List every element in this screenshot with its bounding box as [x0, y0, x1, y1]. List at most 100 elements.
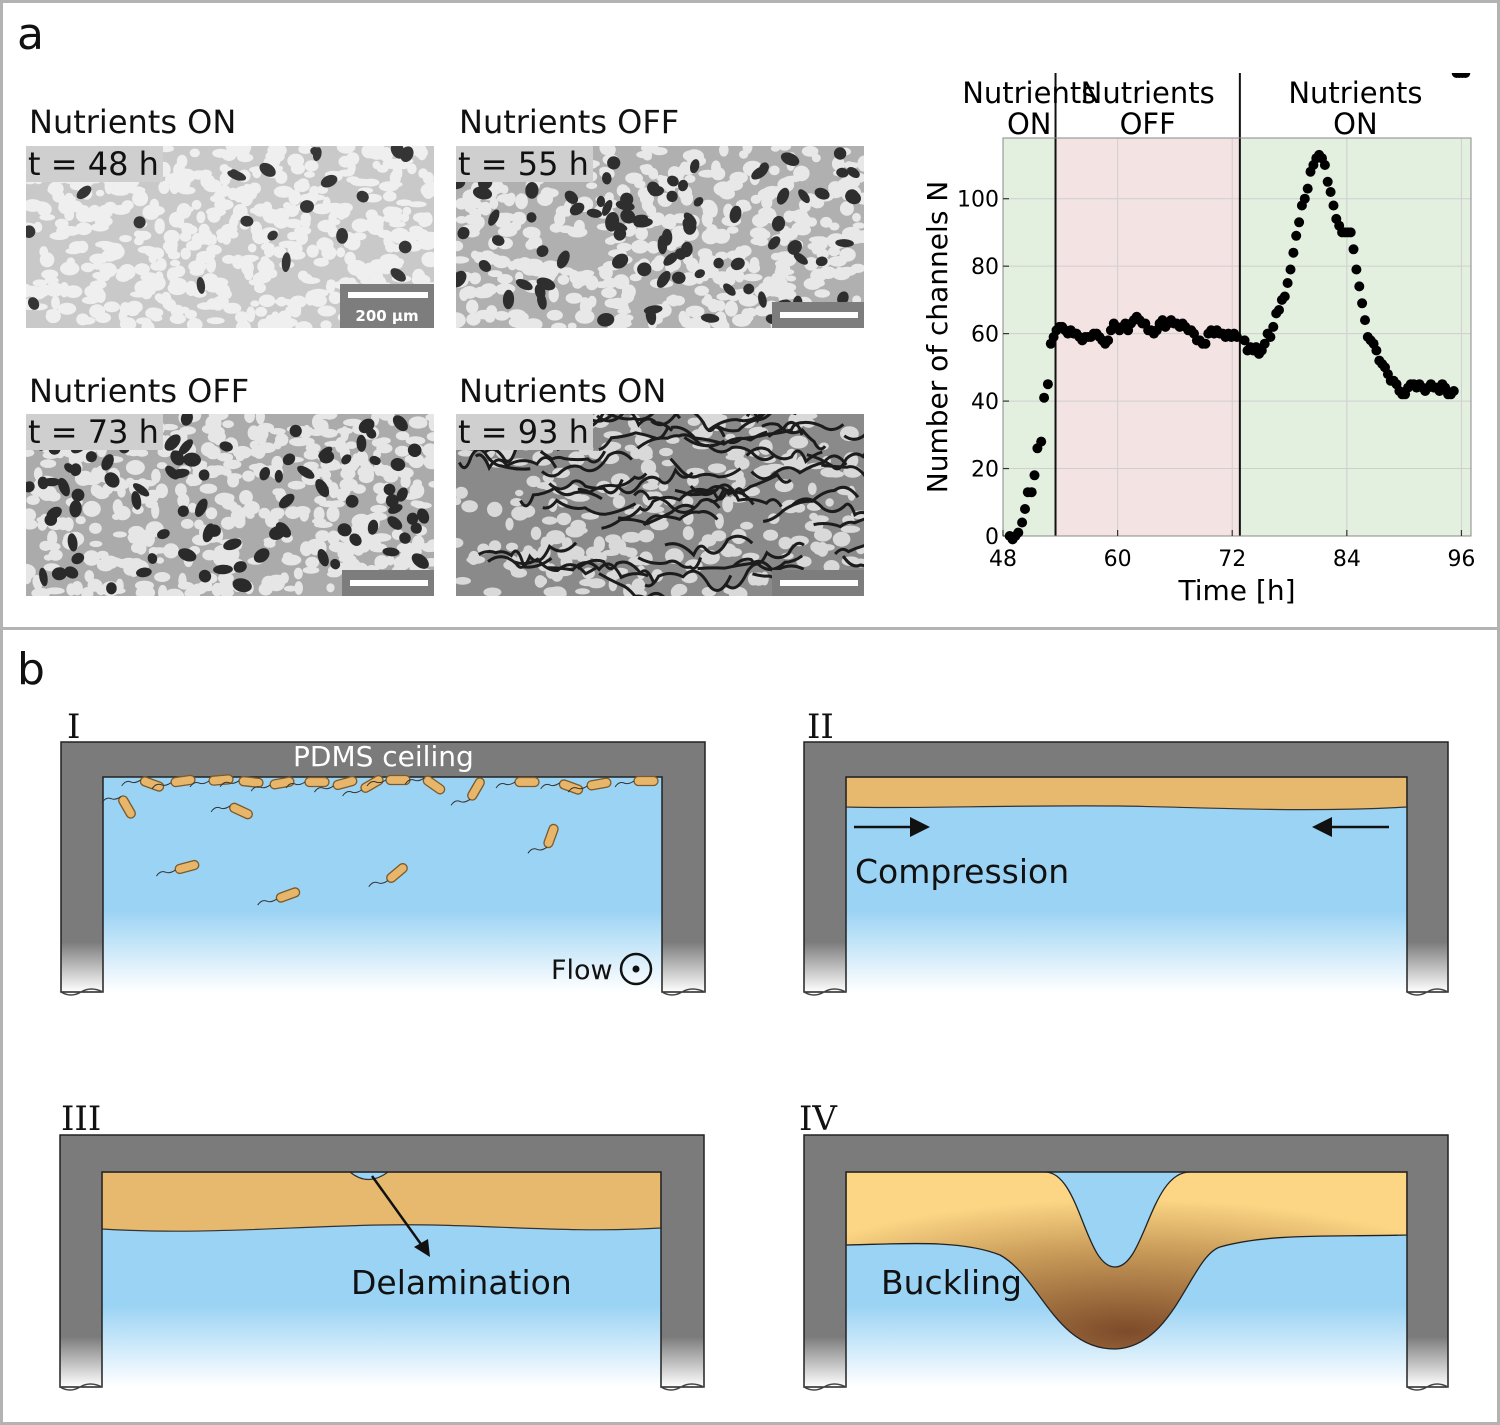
- cell-blob: [111, 189, 129, 196]
- cell-blob: [365, 209, 378, 221]
- cell-blob: [372, 160, 381, 170]
- cell-blob: [791, 222, 808, 235]
- cell-blob: [257, 318, 270, 328]
- cell-blob: [158, 180, 170, 194]
- channel-blob: [526, 212, 537, 223]
- cell-blob: [546, 309, 563, 321]
- cell-blob: [350, 178, 371, 187]
- channel-blob: [131, 491, 142, 510]
- cell-blob: [456, 486, 468, 499]
- channel-blob: [69, 500, 82, 518]
- data-point: [1299, 193, 1310, 204]
- cell-blob: [456, 577, 471, 585]
- channel-blob: [390, 146, 405, 159]
- cell-blob: [90, 280, 107, 289]
- cell-blob: [412, 479, 423, 487]
- cell-blob: [226, 473, 243, 480]
- cell-blob: [232, 445, 252, 459]
- bacterium: [139, 776, 165, 792]
- cell-blob: [620, 304, 630, 313]
- cell-blob: [560, 267, 574, 276]
- bacterium: [332, 775, 358, 791]
- cell-blob: [335, 437, 346, 453]
- cell-blob: [210, 194, 225, 203]
- cell-blob: [273, 208, 290, 223]
- cell-blob: [640, 193, 654, 205]
- cell-blob: [682, 150, 698, 161]
- cell-blob: [241, 254, 259, 262]
- cell-blob: [857, 155, 864, 172]
- cell-blob: [540, 260, 561, 275]
- channel-blob: [341, 454, 352, 465]
- channel-blob: [356, 190, 369, 203]
- time-badge: t = 48 h: [26, 146, 163, 182]
- cell-blob: [761, 195, 773, 210]
- channel-blob: [643, 305, 663, 315]
- cell-blob: [95, 312, 111, 323]
- cell-blob: [540, 536, 550, 550]
- cell-blob: [142, 204, 160, 220]
- cell-blob: [273, 440, 282, 450]
- time-badge: t = 73 h: [26, 414, 163, 450]
- cell-blob: [510, 498, 523, 507]
- channel-blob: [165, 465, 180, 480]
- micrograph-title-3: Nutrients OFF: [29, 372, 250, 410]
- cell-blob: [181, 224, 198, 235]
- cell-blob: [169, 178, 180, 195]
- channel-blob: [536, 245, 549, 257]
- cell-blob: [209, 465, 227, 476]
- cell-blob: [186, 240, 202, 251]
- cell-blob: [196, 211, 206, 224]
- cell-blob: [494, 311, 510, 321]
- flagellum: [101, 796, 122, 803]
- cell-blob: [216, 452, 234, 462]
- cell-blob: [670, 585, 682, 596]
- data-point: [1351, 264, 1362, 275]
- channel-blob: [663, 252, 679, 266]
- flow-label: Flow: [551, 955, 613, 986]
- channel-blob: [85, 451, 97, 463]
- channel-blob: [233, 561, 247, 573]
- schematic-I: [60, 741, 706, 996]
- channel-blob: [67, 533, 78, 552]
- cell-blob: [232, 204, 248, 220]
- cell-blob: [386, 555, 395, 566]
- cell-blob: [511, 506, 529, 521]
- channel-blob: [44, 513, 58, 526]
- pdms-ceiling-label: PDMS ceiling: [293, 740, 474, 773]
- cell-blob: [104, 178, 114, 195]
- data-point: [1279, 291, 1290, 302]
- cell-blob: [719, 146, 729, 157]
- channel-blob: [70, 463, 82, 477]
- cell-blob: [515, 489, 524, 497]
- cell-blob: [33, 221, 43, 233]
- cell-blob: [807, 482, 817, 495]
- cell-blob: [66, 257, 76, 267]
- cell-blob: [169, 277, 188, 291]
- channel-blob: [743, 283, 755, 295]
- channel-blob: [106, 582, 117, 595]
- cell-blob: [155, 557, 164, 564]
- cell-blob: [802, 414, 818, 419]
- cell-blob: [305, 443, 321, 454]
- cell-blob: [671, 295, 685, 306]
- cell-blob: [51, 295, 60, 310]
- buckled-channel: [683, 436, 775, 462]
- cell-blob: [48, 549, 63, 561]
- cell-blob: [154, 218, 165, 235]
- cell-blob: [215, 283, 231, 297]
- micrograph-93h: t = 93 h: [456, 414, 864, 596]
- channel-blob: [26, 225, 36, 238]
- cell-blob: [29, 289, 46, 300]
- cell-blob: [659, 447, 673, 457]
- cell-blob: [78, 470, 92, 480]
- channel-blob: [780, 152, 800, 166]
- cell-blob: [112, 531, 127, 538]
- channel-blob: [180, 414, 193, 426]
- cell-blob: [492, 255, 511, 269]
- cell-blob: [275, 250, 285, 259]
- cell-blob: [839, 201, 854, 216]
- cell-blob: [601, 287, 617, 299]
- cell-blob: [141, 321, 155, 328]
- cell-blob: [211, 582, 223, 596]
